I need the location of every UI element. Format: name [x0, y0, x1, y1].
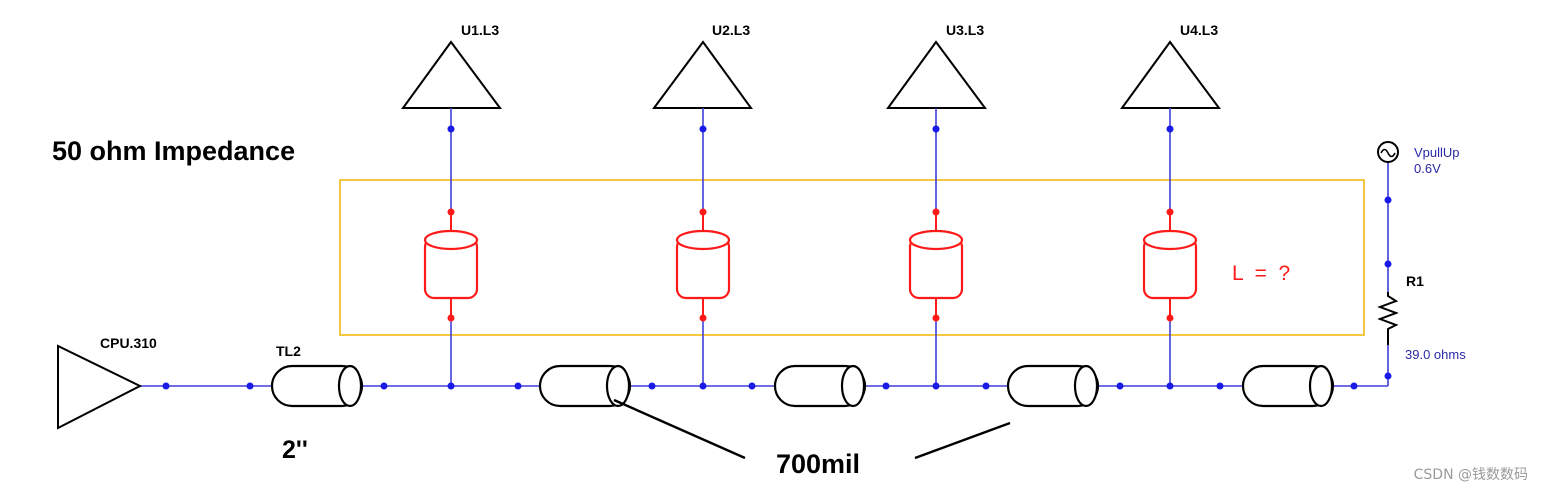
stub-transmission-line-u4: [1142, 229, 1198, 300]
receiver-u1: U1.L3: [401, 22, 502, 390]
driver-label: CPU.310: [100, 335, 157, 351]
stub-transmission-line-u2: [675, 229, 731, 300]
receiver-label-u4: U4.L3: [1180, 22, 1218, 38]
watermark: CSDN @钱数数码: [1414, 467, 1528, 483]
segment-3: [773, 364, 867, 408]
stub-length-label: L = ?: [1232, 262, 1290, 285]
stub-transmission-line-u3: [908, 229, 964, 300]
driver-buffer: CPU.310: [57, 335, 157, 430]
tl2-length-label: 2'': [282, 436, 308, 464]
segment-4: [1006, 364, 1100, 408]
stub-transmission-line-u1: [423, 229, 479, 300]
resistor-icon: [1377, 292, 1399, 333]
source-label: VpullUp: [1414, 145, 1460, 160]
source-value: 0.6V: [1414, 161, 1441, 176]
receiver-u3: U3.L3: [886, 22, 987, 390]
segment-5: [1241, 364, 1335, 408]
resistor-value: 39.0 ohms: [1405, 347, 1466, 362]
bus-nodes: [162, 372, 1392, 390]
resistor-label: R1: [1406, 273, 1424, 289]
pointer-line-right: [914, 421, 1011, 460]
pointer-line-left: [613, 398, 746, 460]
ac-source-icon: [1377, 141, 1399, 163]
segment-length-label: 700mil: [776, 449, 860, 479]
impedance-heading: 50 ohm Impedance: [52, 136, 295, 166]
receiver-label-u2: U2.L3: [712, 22, 750, 38]
receiver-label-u1: U1.L3: [461, 22, 499, 38]
tl2-label: TL2: [276, 343, 301, 359]
receiver-u4: U4.L3: [1120, 22, 1221, 390]
stub-highlight-box: [339, 179, 1365, 336]
receiver-u2: U2.L3: [652, 22, 753, 390]
segment-tl2: TL2 2'': [270, 343, 364, 464]
pullup-network: VpullUp 0.6V R1 39.0 ohms: [1377, 141, 1466, 362]
segment-2: [538, 364, 632, 408]
receiver-label-u3: U3.L3: [946, 22, 984, 38]
